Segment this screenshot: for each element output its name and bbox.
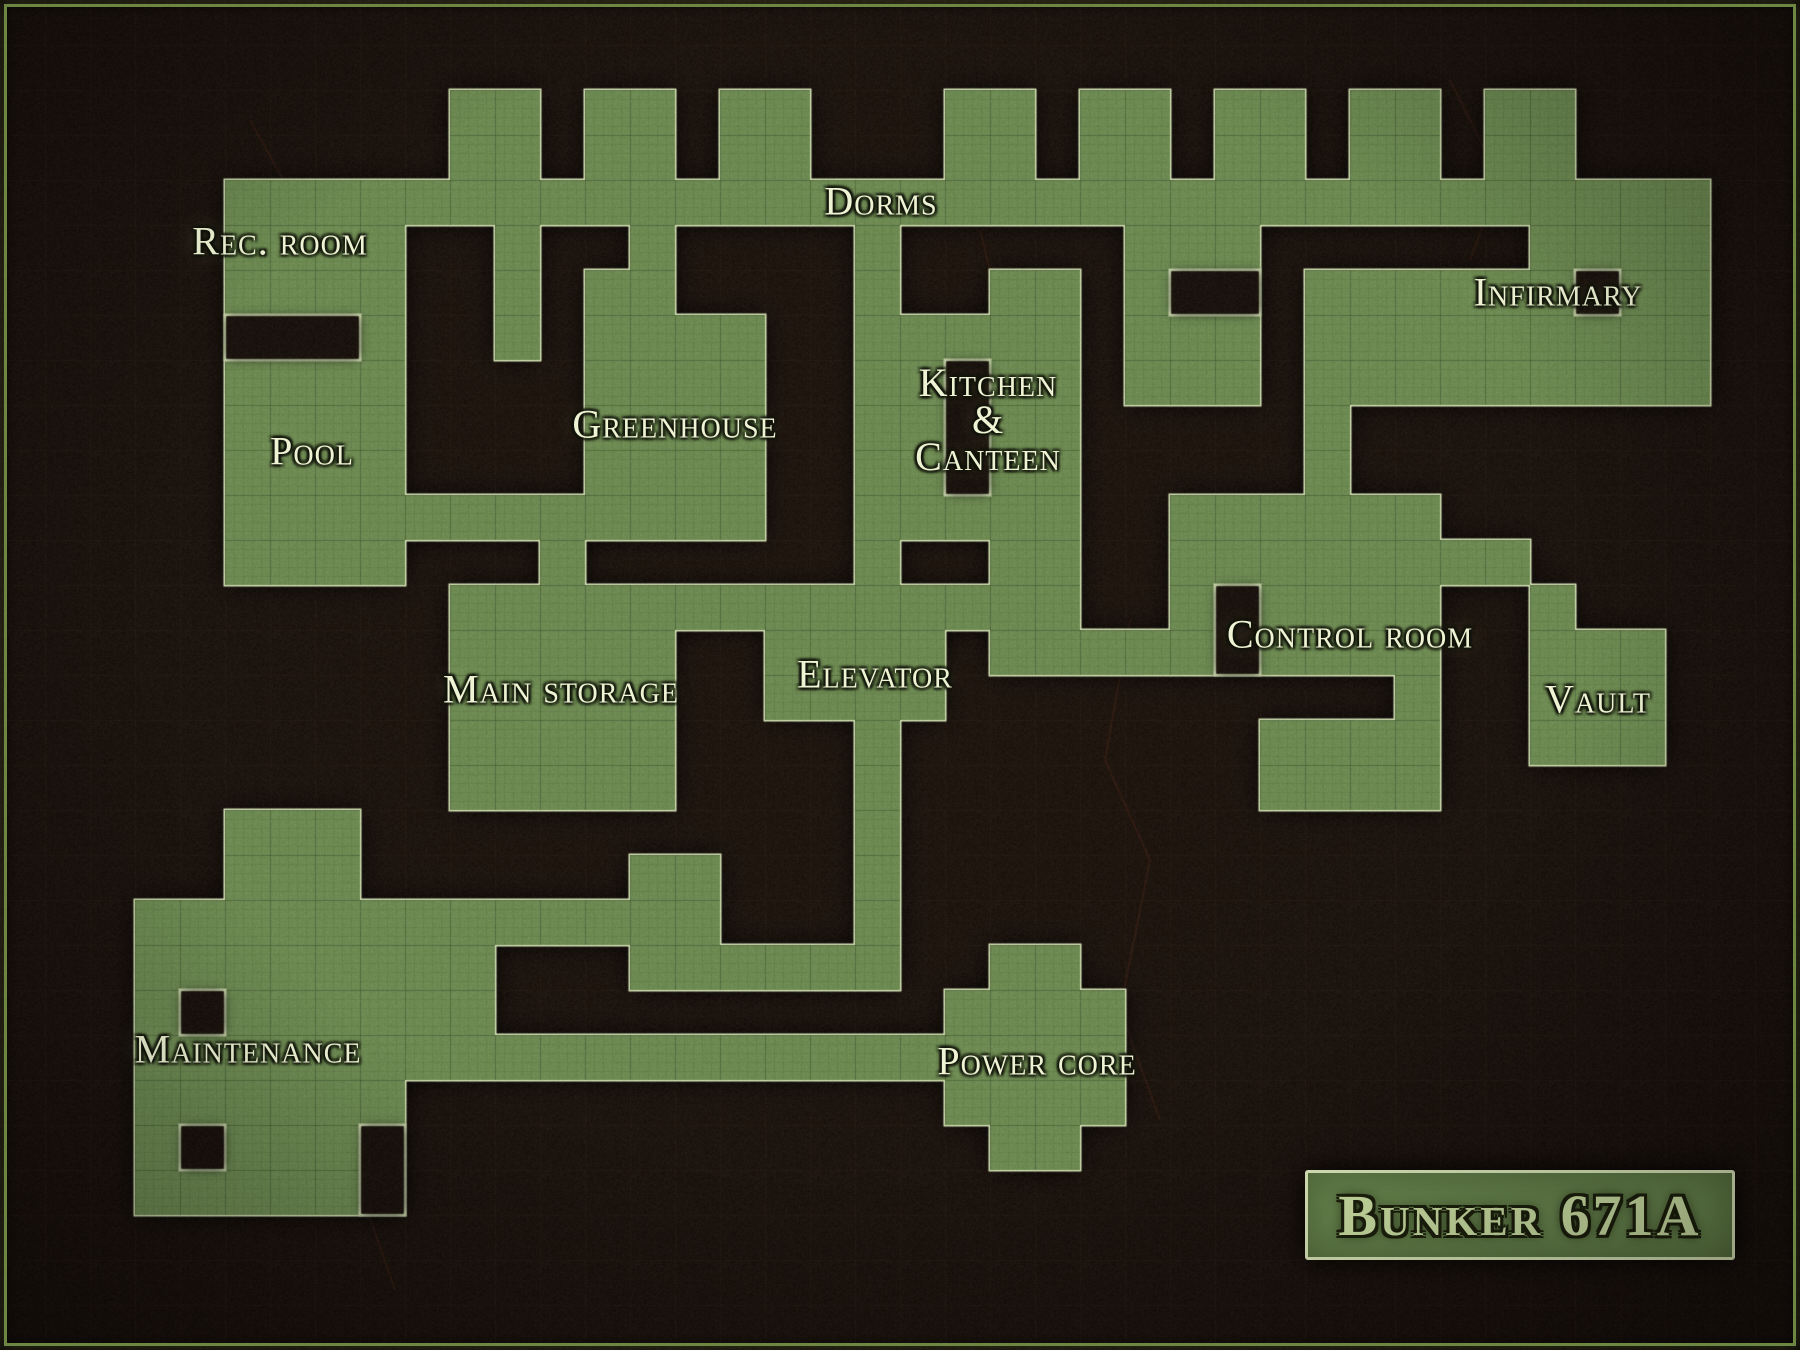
room-label-kitchen: Kitchen & Canteen [915,359,1061,479]
map-title: Bunker 671A [1338,1182,1702,1248]
map-title-box: Bunker 671A [1305,1170,1735,1260]
room-label-maintenance: Maintenance [134,1026,362,1072]
room-label-power-core: Power core [937,1038,1137,1084]
room-label-dorms: Dorms [824,178,938,224]
room-label-greenhouse: Greenhouse [572,401,778,447]
room-label-control-room: Control room [1226,611,1474,657]
room-label-vault: Vault [1545,676,1651,722]
room-label-infirmary: Infirmary [1473,269,1643,315]
room-label-main-storage: Main storage [443,666,679,712]
room-label-pool: Pool [270,428,354,474]
room-label-elevator: Elevator [797,651,953,697]
room-label-rec-room: Rec. room [192,218,368,264]
